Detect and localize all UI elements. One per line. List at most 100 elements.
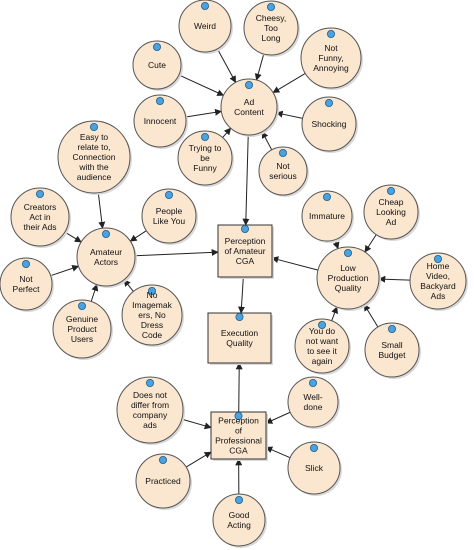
indicator-dot-icon <box>386 186 395 195</box>
node-circle <box>132 40 182 90</box>
node-circle <box>133 94 187 148</box>
node-label: Cute <box>148 60 166 70</box>
indicator-dot-icon <box>235 312 244 321</box>
indicator-dot-icon <box>240 224 249 233</box>
node-circle <box>0 257 53 311</box>
arrow-trying-funny-to-ad-content <box>222 127 232 138</box>
node-circle <box>258 146 308 196</box>
node-circle <box>287 441 341 495</box>
indicator-dot-icon <box>266 3 275 11</box>
indicator-dot-icon <box>147 286 156 295</box>
indicator-dot-icon <box>200 2 209 10</box>
node-shocking[interactable]: Shocking <box>301 96 358 153</box>
arrow-not-differ-to-perception-professional <box>181 418 212 430</box>
node-circle <box>220 78 278 136</box>
node-label: Slick <box>305 463 324 473</box>
indicator-dot-icon <box>200 132 209 141</box>
node-weird[interactable]: Weird <box>178 0 233 54</box>
node-circle <box>10 187 70 247</box>
indicator-dot-icon <box>343 248 352 257</box>
arrow-cute-to-ad-content <box>178 74 225 96</box>
node-circle <box>57 120 131 194</box>
arrow-innocent-to-ad-content <box>185 108 223 118</box>
indicator-dot-icon <box>326 29 335 38</box>
indicator-dot-icon <box>164 190 173 199</box>
node-circle <box>178 0 232 53</box>
node-practiced[interactable]: Practiced <box>135 453 192 510</box>
node-circle <box>294 318 350 374</box>
indicator-dot-icon <box>309 443 318 452</box>
node-immature[interactable]: Immature <box>301 190 354 243</box>
arrow-cheap-looking-to-low-production <box>364 234 377 253</box>
indicator-dot-icon <box>21 259 30 268</box>
node-box <box>207 312 272 364</box>
node-circle <box>301 96 357 152</box>
node-circle <box>316 246 380 310</box>
arrow-low-production-to-perception-amateur <box>271 256 319 271</box>
node-well-done[interactable]: Well-done <box>287 376 340 429</box>
indicator-dot-icon <box>433 254 442 263</box>
node-cute[interactable]: Cute <box>132 40 183 91</box>
node-circle <box>177 130 233 186</box>
indicator-dot-icon <box>155 97 164 106</box>
node-circle <box>135 453 191 509</box>
indicator-dot-icon <box>278 148 287 157</box>
node-circle <box>116 376 184 444</box>
arrow-amateur-actors-to-perception-amateur <box>134 248 219 257</box>
node-circle <box>409 252 467 310</box>
indicator-dot-icon <box>387 324 396 333</box>
arrow-weird-to-ad-content <box>216 48 237 84</box>
arrow-people-like-to-amateur-actors <box>129 230 147 242</box>
node-circle <box>287 376 339 428</box>
node-innocent[interactable]: Innocent <box>133 94 188 149</box>
node-circle <box>363 184 419 240</box>
node-circle <box>141 188 197 244</box>
indicator-dot-icon <box>308 378 317 387</box>
node-circle <box>243 0 299 56</box>
arrow-small-budget-to-low-production <box>363 303 379 328</box>
node-slick[interactable]: Slick <box>287 441 342 496</box>
node-label: Immature <box>309 211 345 221</box>
edge-layer <box>50 48 411 495</box>
indicator-dot-icon <box>78 301 87 310</box>
